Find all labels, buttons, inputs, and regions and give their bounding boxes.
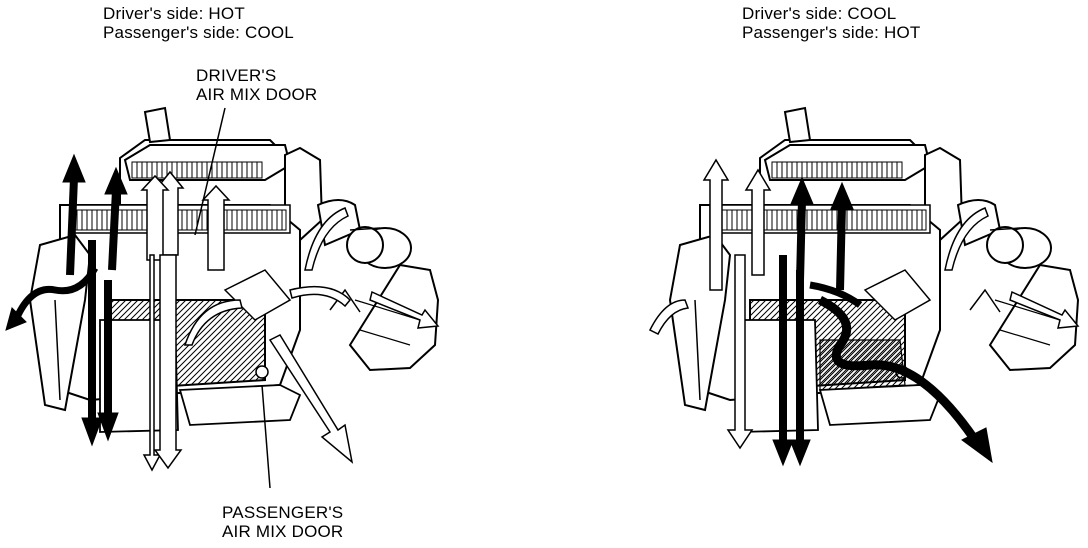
drivers-air-mix-door-label-line2: AIR MIX DOOR — [196, 85, 318, 104]
hot-airflow-arrows-right — [772, 176, 993, 467]
heater-core-right — [819, 339, 906, 391]
passengers-air-mix-door-label-line2: AIR MIX DOOR — [222, 522, 344, 541]
callout-lines-left — [194, 107, 271, 489]
right-mode-driver: Driver's side: COOL — [742, 4, 897, 23]
passengers-air-mix-door-label-line1: PASSENGER'S — [222, 503, 344, 522]
left-mode-passenger: Passenger's side: COOL — [103, 23, 294, 42]
hot-airflow-arrows-left — [5, 153, 128, 447]
cool-airflow-arrows-right — [648, 158, 1080, 450]
drivers-air-mix-door-label-line1: DRIVER'S — [196, 66, 277, 85]
left-mode-driver: Driver's side: HOT — [103, 4, 245, 23]
right-mode-passenger: Passenger's side: HOT — [742, 23, 921, 42]
cool-airflow-arrows-left — [140, 170, 440, 472]
